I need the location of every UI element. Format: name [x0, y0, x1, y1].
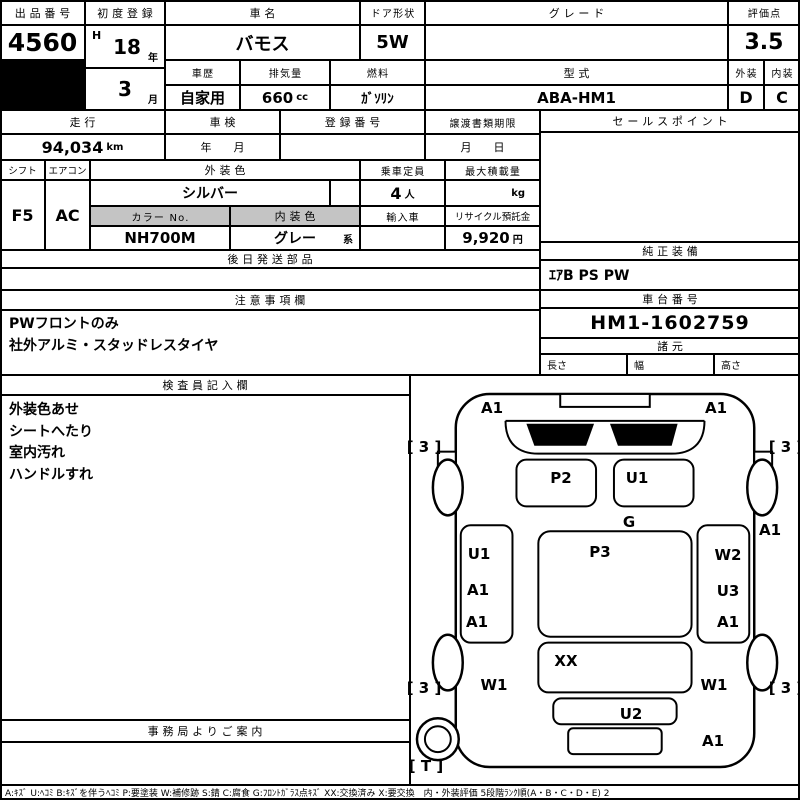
interior-color-label: 内装色 [230, 206, 360, 226]
first-registration-year: H 18 年 [85, 25, 165, 68]
office-info-label: 事務局よりご案内 [0, 720, 410, 742]
note-line: PWフロントのみ [9, 316, 119, 332]
car-diagram-svg [415, 392, 779, 769]
interior-grade-label: 内装 [764, 60, 800, 85]
auction-no-value: 4560 [0, 25, 85, 60]
interior-color-suffix: 系 [343, 234, 353, 246]
sales-point-label: セールスポイント [540, 110, 800, 132]
year-suffix: 年 [148, 53, 158, 64]
length-cell: 長さ [540, 354, 627, 375]
shift-label: シフト [0, 160, 45, 180]
fuel-label: 燃料 [330, 60, 425, 85]
height-cell: 高さ [714, 354, 800, 375]
history-value: 自家用 [165, 85, 240, 110]
legend-bar: A:ｷｽﾞ U:ﾍｺﾐ B:ｷｽﾞを伴うﾍｺﾐ P:要塗装 W:補修跡 S:錆 … [0, 785, 800, 800]
first-registration-month: 3 月 [85, 68, 165, 110]
max-load-label: 最大積載量 [445, 160, 540, 180]
inspector-line: ハンドルすれ [9, 467, 93, 484]
chassis-no-value: HM1-1602759 [540, 308, 800, 338]
mileage-value: 94,034 km [0, 134, 165, 160]
capacity-value: 4 人 [360, 180, 445, 206]
score-value: 3.5 [728, 25, 800, 60]
door-shape-label: ドア形状 [360, 0, 425, 25]
auction-no-label: 出品番号 [0, 0, 85, 25]
interior-color-value: グレー 系 [230, 226, 360, 250]
genuine-equipment-value: ｴｱB PS PW [540, 260, 800, 290]
transfer-deadline-value: 月 日 [425, 134, 540, 160]
width-cell: 幅 [627, 354, 714, 375]
car-diagram [410, 375, 800, 785]
displacement-unit: cc [296, 92, 309, 103]
capacity-label: 乗車定員 [360, 160, 445, 180]
notes-content: PWフロントのみ 社外アルミ・スタッドレスタイヤ [0, 310, 540, 375]
fuel-value: ｶﾞｿﾘﾝ [330, 85, 425, 110]
import-car-label: 輸入車 [360, 206, 445, 226]
score-label: 評価点 [728, 0, 800, 25]
car-name-value: バモス [165, 25, 360, 60]
recycle-deposit-label: リサイクル預託金 [445, 206, 540, 226]
exterior-color-label: 外装色 [90, 160, 360, 180]
model-code-label: 型式 [425, 60, 728, 85]
exterior-grade-value: D [728, 85, 764, 110]
door-shape-value: 5W [360, 25, 425, 60]
inspector-notes-label: 検査員記入欄 [0, 375, 410, 395]
month-suffix: 月 [148, 95, 158, 106]
displacement-label: 排気量 [240, 60, 330, 85]
recycle-deposit-number: 9,920 [462, 229, 510, 247]
reg-month: 3 [118, 77, 132, 101]
exterior-grade-label: 外装 [728, 60, 764, 85]
grade-value [425, 25, 728, 60]
inspection-value: 年 月 [165, 134, 280, 160]
aircon-label: エアコン [45, 160, 90, 180]
reg-year: 18 [113, 34, 141, 59]
shift-value: F5 [0, 180, 45, 250]
history-label: 車歴 [165, 60, 240, 85]
mileage-label: 走行 [0, 110, 165, 134]
color-no-value: NH700M [90, 226, 230, 250]
office-info-content [0, 742, 410, 785]
registration-no-label: 登録番号 [280, 110, 425, 134]
sales-point-content [540, 132, 800, 242]
genuine-equipment-label: 純正装備 [540, 242, 800, 260]
car-name-label: 車名 [165, 0, 360, 25]
max-load-value: kg [445, 180, 540, 206]
blacked-out-area [0, 60, 85, 110]
import-car-value [360, 226, 445, 250]
mileage-unit: km [106, 141, 124, 153]
later-parts-label: 後日発送部品 [0, 250, 540, 268]
displacement-number: 660 [261, 88, 294, 107]
era-letter: H [92, 29, 102, 42]
transfer-deadline-label: 譲渡書類期限 [425, 110, 540, 134]
capacity-number: 4 [390, 183, 402, 203]
note-line: 社外アルミ・スタッドレスタイヤ [9, 337, 219, 354]
exterior-color-value: シルバー [90, 180, 330, 206]
interior-color-name: グレー [274, 231, 316, 247]
inspector-line: シートへたり [9, 423, 93, 440]
first-registration-label: 初度登録 [85, 0, 165, 25]
inspector-line: 室内汚れ [9, 445, 65, 462]
aircon-value: AC [45, 180, 90, 250]
model-code-value: ABA-HM1 [425, 85, 728, 110]
notes-label: 注意事項欄 [0, 290, 540, 310]
recycle-deposit-unit: 円 [512, 234, 523, 246]
dimensions-label: 諸元 [540, 338, 800, 354]
inspection-label: 車検 [165, 110, 280, 134]
mileage-number: 94,034 [41, 137, 104, 157]
inspector-notes-content: 外装色あせ シートへたり 室内汚れ ハンドルすれ [0, 395, 410, 720]
recycle-deposit-value: 9,920 円 [445, 226, 540, 250]
inspector-line: 外装色あせ [9, 402, 79, 418]
chassis-no-label: 車台番号 [540, 290, 800, 308]
grade-label: グレード [425, 0, 728, 25]
interior-grade-value: C [764, 85, 800, 110]
capacity-unit: 人 [404, 189, 415, 201]
registration-no-value [280, 134, 425, 160]
exterior-color-sub-cell [330, 180, 360, 206]
color-no-label: カラー No. [90, 206, 230, 226]
later-parts-value [0, 268, 540, 290]
displacement-value: 660 cc [240, 85, 330, 110]
